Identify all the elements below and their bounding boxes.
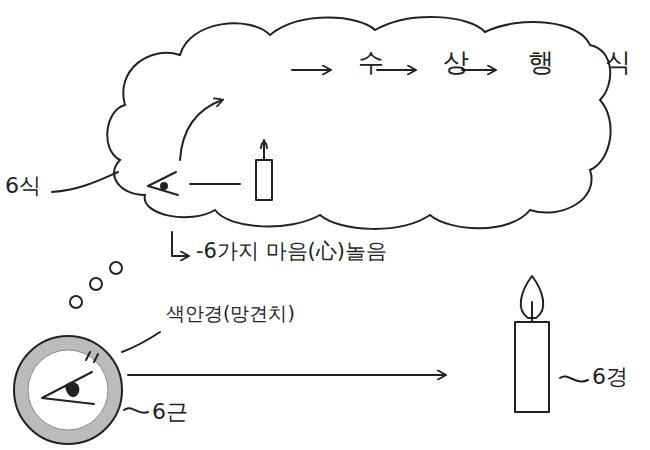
- eye-pupil: [66, 383, 78, 396]
- flow-arrow: [292, 69, 330, 71]
- sight-line: [190, 183, 240, 185]
- callout-label: 6식: [5, 174, 41, 198]
- candle-large: [515, 322, 549, 412]
- thought-bubble: [110, 262, 122, 274]
- cloud-outline: [107, 17, 610, 229]
- note-text: -6가지 마음(心)놀음: [196, 240, 387, 263]
- leader-line: [52, 172, 118, 192]
- eye-symbol: [42, 372, 94, 404]
- sight-arrow: [128, 374, 445, 376]
- eye-symbol: [148, 172, 178, 195]
- eyelash: [86, 352, 98, 362]
- stage-text: 상: [443, 48, 469, 77]
- thought-bubble: [90, 278, 102, 290]
- callout-label: 6근: [152, 400, 188, 424]
- candle-flame: [521, 276, 543, 318]
- callout-label: 6경: [592, 365, 628, 389]
- lens-ring: [14, 336, 122, 444]
- thought-cloud: 수상행식: [100, 10, 615, 235]
- callout-label: 색안경(망견치): [166, 303, 295, 324]
- hook-arrow: [172, 232, 188, 256]
- lens-glass: [28, 350, 108, 430]
- leader-line: [560, 376, 588, 381]
- thought-bubble: [70, 296, 82, 308]
- leader-line: [122, 332, 160, 352]
- leader-line: [124, 408, 148, 413]
- stage-text: 행: [528, 48, 554, 77]
- candle-flame-small: [261, 142, 267, 148]
- cloud-outline: [100, 10, 615, 235]
- candle-small: [256, 160, 272, 200]
- curved-arrow: [180, 100, 222, 160]
- eye-pupil: [161, 183, 167, 189]
- stage-text: 수: [358, 48, 384, 77]
- stage-text: 식: [605, 48, 631, 77]
